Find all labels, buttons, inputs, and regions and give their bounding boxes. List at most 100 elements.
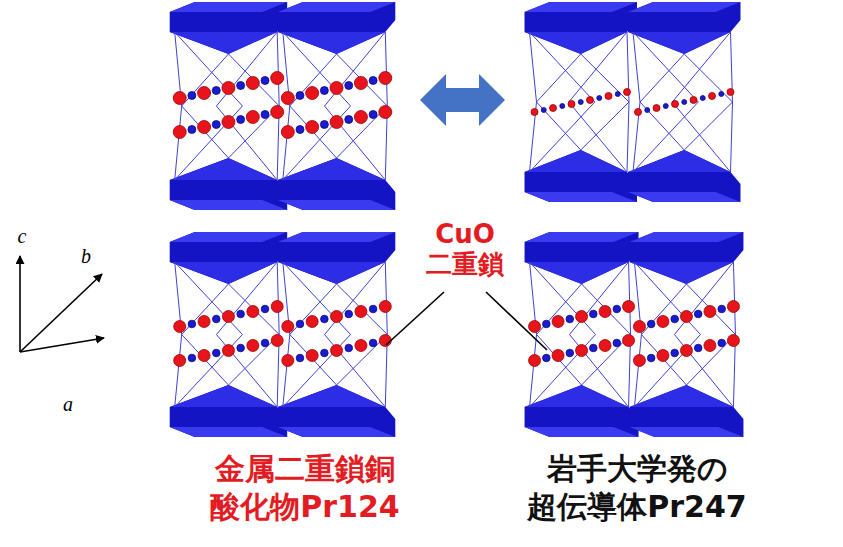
bond-line [581, 54, 629, 102]
copper-atom [599, 340, 611, 352]
pyramid-facet [629, 427, 743, 437]
copper-atom [246, 77, 259, 90]
oxygen-atom [188, 126, 196, 134]
copper-atom [246, 111, 259, 124]
oxygen-atom [261, 339, 269, 347]
pyramid-layer [525, 385, 639, 437]
copper-atom [355, 340, 367, 352]
copper-atom [727, 301, 739, 313]
copper-atom [330, 116, 343, 129]
bond-line [175, 106, 182, 180]
copper-atom [281, 92, 294, 105]
pyramid-facet [628, 192, 741, 202]
copper-atom [568, 101, 575, 108]
oxygen-atom [212, 121, 220, 129]
oxygen-atom [188, 354, 196, 362]
copper-atom [529, 355, 541, 367]
bond-line [672, 102, 730, 172]
oxygen-atom [566, 315, 574, 323]
copper-atom [587, 97, 594, 104]
copper-atom [306, 350, 318, 362]
bond-line [530, 102, 595, 172]
copper-atom [271, 106, 284, 119]
oxygen-atom [212, 315, 220, 323]
structure-caption: 岩手大学発の 超伝導体Pr247 [527, 450, 746, 525]
pyramid-facet [525, 232, 639, 242]
oxygen-atom [543, 320, 551, 328]
bond-line [674, 335, 733, 408]
bond-line [283, 335, 290, 408]
copper-atom [198, 350, 210, 362]
copper-atom [727, 335, 739, 347]
bond-line [175, 262, 243, 335]
bond-line [175, 106, 243, 180]
copper-atom [680, 311, 692, 323]
oxygen-atom [671, 349, 679, 357]
bond-line [290, 54, 337, 106]
oxygen-atom [320, 87, 328, 95]
copper-atom [657, 316, 669, 328]
copper-atom [222, 82, 235, 95]
bond-line [325, 335, 386, 408]
oxygen-atom [212, 349, 220, 357]
copper-atom [599, 306, 611, 318]
copper-atom [727, 89, 734, 96]
copper-atom [552, 350, 564, 362]
oxygen-atom [320, 121, 328, 129]
bond-line [641, 284, 686, 335]
pyramid-facet [170, 158, 278, 180]
double-arrow [420, 74, 505, 126]
bond-line [633, 32, 698, 102]
copper-atom [653, 105, 660, 112]
bond-line [629, 262, 631, 335]
crystal-unit [525, 232, 744, 437]
crystal-unit [170, 2, 396, 210]
pyramid-facet [170, 2, 288, 12]
pyramid-facet [170, 427, 288, 437]
copper-atom [271, 301, 283, 313]
oxygen-atom [237, 116, 245, 124]
copper-atom [531, 109, 538, 116]
copper-atom [379, 72, 392, 85]
oxygen-atom [671, 315, 679, 323]
bond-line [731, 102, 733, 172]
oxygen-atom [613, 339, 621, 347]
axis-arrow [20, 338, 104, 352]
copper-atom [552, 316, 564, 328]
copper-atom [605, 93, 612, 100]
bond-line [634, 335, 700, 408]
copper-atom [379, 106, 392, 119]
callout-label: CuO 二重鎖 [426, 220, 504, 280]
oxygen-atom [296, 126, 304, 134]
pyramid-layer [629, 385, 743, 437]
oxygen-atom [212, 87, 220, 95]
oxygen-atom [296, 354, 304, 362]
axes [20, 256, 104, 352]
pyramid-facet [525, 192, 638, 202]
copper-atom [330, 82, 343, 95]
oxygen-atom [645, 108, 650, 113]
oxygen-atom [188, 320, 196, 328]
copper-atom [690, 97, 697, 104]
copper-atom [174, 321, 186, 333]
oxygen-atom [615, 92, 620, 97]
bond-line [569, 32, 627, 102]
bond-line [277, 32, 279, 106]
bond-line [385, 262, 387, 335]
copper-atom [704, 306, 716, 318]
copper-atom [222, 345, 234, 357]
oxygen-atom [647, 320, 655, 328]
copper-atom [379, 335, 391, 347]
copper-atom [704, 340, 716, 352]
crystal-structures [170, 2, 744, 437]
oxygen-atom [369, 111, 377, 119]
copper-atom [635, 109, 642, 116]
oxygen-atom [578, 100, 583, 105]
bond-line [684, 54, 732, 102]
bond-line [530, 335, 596, 408]
copper-atom [623, 335, 635, 347]
oxygen-atom [682, 100, 687, 105]
oxygen-atom [296, 92, 304, 100]
oxygen-atom [694, 344, 702, 352]
